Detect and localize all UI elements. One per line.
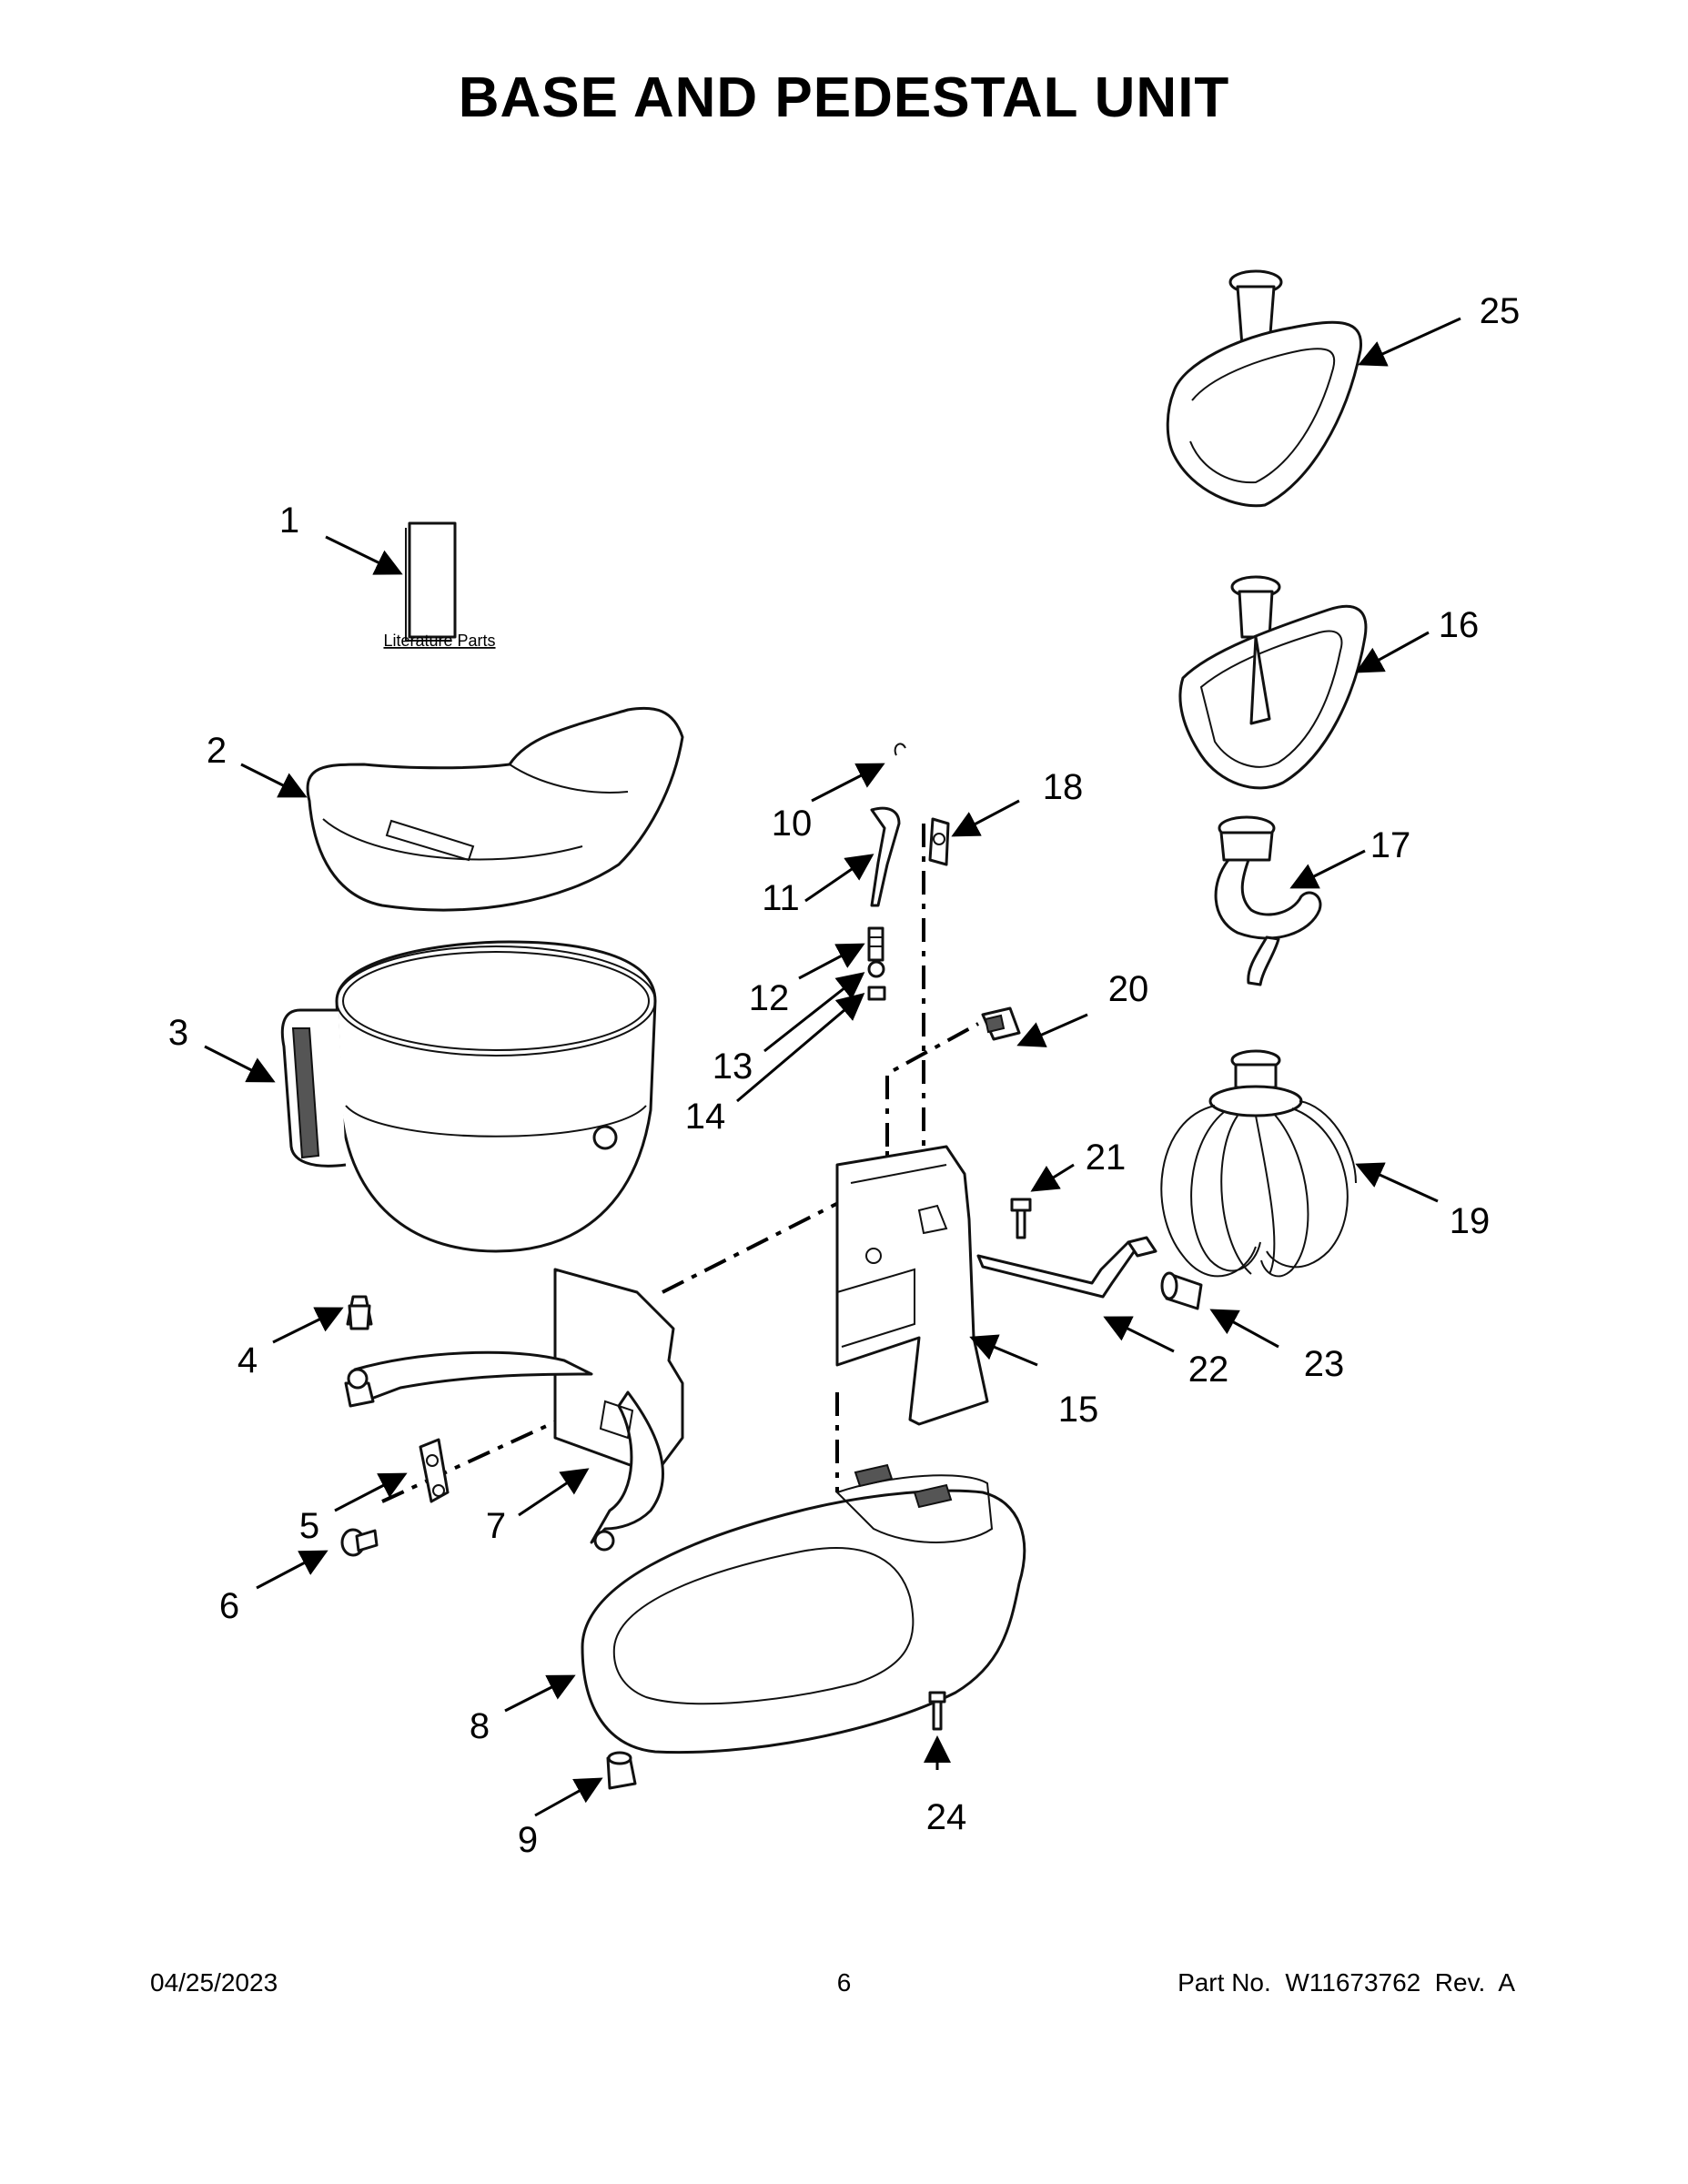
callout-13: 13: [713, 1046, 753, 1087]
flat-beater-part-16: [1178, 575, 1368, 790]
callout-18: 18: [1043, 767, 1084, 807]
bowl-clamping-plate: [344, 1268, 684, 1552]
wire-whip-part-19: [1160, 1049, 1357, 1278]
mixing-bowl: [280, 940, 657, 1253]
callout-22: 22: [1188, 1350, 1229, 1390]
callout-1: 1: [279, 500, 299, 541]
screw-part-24: [928, 1691, 946, 1731]
mixer-base: [581, 1463, 1026, 1754]
footer-page-number: 6: [836, 1968, 852, 1997]
bracket-part-5: [419, 1438, 450, 1503]
cap-part-23: [1160, 1271, 1203, 1310]
footer-part-number: Part No. W11673762 Rev. A: [1178, 1968, 1515, 1997]
leader-arrows: [204, 317, 1461, 1817]
callout-3: 3: [168, 1013, 188, 1053]
callout-6: 6: [219, 1586, 239, 1626]
callout-11: 11: [762, 878, 800, 918]
callout-16: 16: [1439, 605, 1480, 645]
callout-23: 23: [1304, 1344, 1345, 1384]
lever-assembly: [867, 743, 950, 1001]
callout-8: 8: [470, 1706, 490, 1746]
callout-12: 12: [749, 978, 790, 1018]
callout-numbers: 1 2 3 4 5 6 7 8 9 10 11 12 13 14 15 16 1…: [168, 291, 1520, 1860]
callout-17: 17: [1370, 825, 1411, 865]
callout-7: 7: [486, 1506, 506, 1546]
pedestal-column: [835, 1145, 989, 1426]
foot-part-9: [606, 1751, 637, 1790]
knob-part-20: [981, 1006, 1021, 1041]
crank-lever-part-22: [976, 1236, 1157, 1299]
flex-edge-beater-part-25: [1166, 269, 1363, 508]
dough-hook-part-17: [1214, 815, 1322, 986]
screw-part-6: [340, 1528, 379, 1557]
callout-2: 2: [207, 731, 227, 771]
callout-5: 5: [299, 1506, 319, 1546]
pin-part-4: [346, 1295, 373, 1330]
callout-24: 24: [926, 1797, 967, 1837]
callout-19: 19: [1450, 1201, 1491, 1241]
screw-part-21: [1010, 1198, 1032, 1239]
callout-15: 15: [1058, 1390, 1099, 1430]
pouring-shield: [306, 706, 684, 912]
literature-parts-booklet: Literature Parts: [383, 521, 496, 650]
page-title: BASE AND PEDESTAL UNIT: [458, 66, 1230, 129]
footer-date: 04/25/2023: [150, 1968, 278, 1997]
literature-parts-label: Literature Parts: [383, 632, 495, 650]
callout-20: 20: [1108, 969, 1149, 1009]
callout-14: 14: [685, 1097, 726, 1137]
callout-10: 10: [772, 804, 813, 844]
callout-9: 9: [518, 1820, 538, 1860]
callout-25: 25: [1480, 291, 1521, 331]
callout-4: 4: [238, 1340, 258, 1380]
callout-21: 21: [1086, 1138, 1127, 1178]
